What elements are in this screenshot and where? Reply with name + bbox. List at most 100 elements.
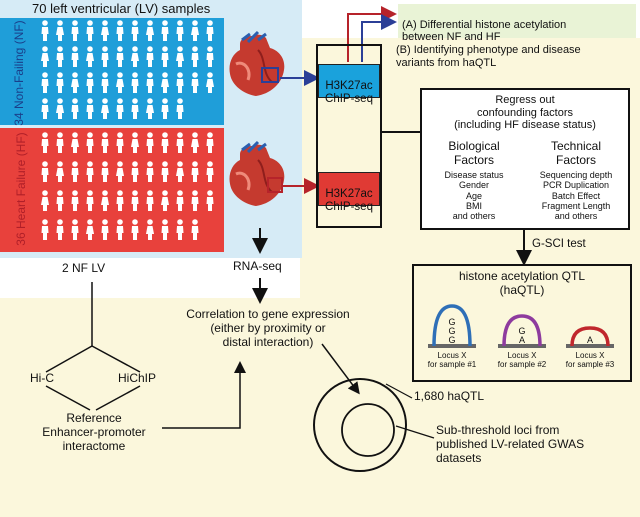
chip-seq-hf-label: H3K27ac ChIP-seq	[325, 188, 373, 214]
male-person-icon	[101, 72, 109, 93]
female-person-icon	[161, 190, 169, 211]
male-person-icon	[71, 219, 79, 240]
female-person-icon	[116, 161, 124, 182]
male-person-icon	[176, 132, 184, 153]
locus-label: for sample #3	[566, 360, 615, 369]
nf-panel	[0, 18, 224, 125]
male-person-icon	[146, 161, 154, 182]
male-person-icon	[146, 46, 154, 67]
male-person-icon	[101, 132, 109, 153]
male-person-icon	[86, 132, 94, 153]
female-person-icon	[101, 98, 109, 119]
female-person-icon	[131, 46, 139, 67]
male-person-icon	[161, 161, 169, 182]
male-person-icon	[131, 190, 139, 211]
male-person-icon	[176, 219, 184, 240]
heart-hf-icon	[229, 140, 285, 206]
male-person-icon	[101, 161, 109, 182]
section-a-text: (A) Differential histone acetylation bet…	[402, 18, 567, 44]
male-person-icon	[206, 46, 214, 67]
samples-title: 70 left ventricular (LV) samples	[32, 1, 211, 16]
person-icons-grid	[41, 20, 214, 240]
male-person-icon	[86, 98, 94, 119]
male-person-icon	[176, 20, 184, 41]
haqtl-count-label: 1,680 haQTL	[414, 389, 485, 403]
male-person-icon	[131, 72, 139, 93]
male-person-icon	[176, 72, 184, 93]
section-a-box: (A) Differential histone acetylation bet…	[398, 4, 636, 43]
male-person-icon	[116, 46, 124, 67]
tech-factors-title: Technical Factors	[550, 139, 602, 167]
acetylation-peak-arc	[432, 304, 472, 347]
male-person-icon	[86, 190, 94, 211]
male-person-icon	[146, 72, 154, 93]
male-person-icon	[191, 190, 199, 211]
female-person-icon	[86, 46, 94, 67]
male-person-icon	[86, 161, 94, 182]
female-person-icon	[101, 190, 109, 211]
male-person-icon	[161, 46, 169, 67]
male-person-icon	[41, 20, 49, 41]
locus-label: Locus X	[438, 351, 468, 360]
bio-factors-items: Disease status Gender Age BMI and others	[444, 170, 504, 222]
female-person-icon	[116, 72, 124, 93]
allele-letter: G	[448, 335, 455, 345]
male-person-icon	[191, 72, 199, 93]
male-person-icon	[146, 132, 154, 153]
allele-letter: A	[519, 335, 525, 345]
male-person-icon	[86, 20, 94, 41]
male-person-icon	[71, 20, 79, 41]
male-person-icon	[146, 190, 154, 211]
male-person-icon	[56, 132, 64, 153]
male-person-icon	[206, 20, 214, 41]
acetylation-peak-arc	[570, 326, 610, 347]
male-person-icon	[56, 219, 64, 240]
male-person-icon	[116, 132, 124, 153]
bio-factors-title: Biological Factors	[448, 139, 500, 167]
female-person-icon	[191, 132, 199, 153]
subthreshold-label: Sub-threshold loci from published LV-rel…	[436, 423, 585, 465]
male-person-icon	[101, 46, 109, 67]
female-person-icon	[41, 46, 49, 67]
male-person-icon	[41, 219, 49, 240]
male-person-icon	[71, 161, 79, 182]
male-person-icon	[56, 190, 64, 211]
male-person-icon	[161, 219, 169, 240]
male-person-icon	[41, 72, 49, 93]
reference-label: Reference Enhancer-promoter interactome	[42, 411, 146, 453]
female-person-icon	[71, 72, 79, 93]
regress-box: Regress out confounding factors (includi…	[420, 88, 630, 230]
hichip-label: HiChIP	[118, 371, 157, 385]
male-person-icon	[86, 72, 94, 93]
male-person-icon	[41, 161, 49, 182]
chip-seq-hf-box: H3K27ac ChIP-seq	[318, 172, 380, 213]
female-person-icon	[71, 132, 79, 153]
nf-lv-label: 2 NF LV	[62, 261, 106, 275]
female-person-icon	[56, 20, 64, 41]
correlation-label: Correlation to gene expression (either b…	[186, 307, 350, 349]
female-person-icon	[56, 161, 64, 182]
male-person-icon	[71, 98, 79, 119]
female-person-icon	[191, 20, 199, 41]
locus-label: for sample #1	[428, 360, 477, 369]
allele-letter: A	[587, 335, 593, 345]
female-person-icon	[206, 72, 214, 93]
haqtl-title: histone acetylation QTL (haQTL)	[458, 269, 586, 297]
male-person-icon	[71, 190, 79, 211]
female-person-icon	[146, 98, 154, 119]
male-person-icon	[191, 161, 199, 182]
male-person-icon	[116, 190, 124, 211]
chip-seq-nf-label: H3K27ac ChIP-seq	[325, 80, 373, 106]
male-person-icon	[41, 98, 49, 119]
male-person-icon	[191, 46, 199, 67]
female-person-icon	[161, 72, 169, 93]
allele-letter: G	[448, 317, 455, 327]
male-person-icon	[161, 20, 169, 41]
locus-label: for sample #2	[498, 360, 547, 369]
